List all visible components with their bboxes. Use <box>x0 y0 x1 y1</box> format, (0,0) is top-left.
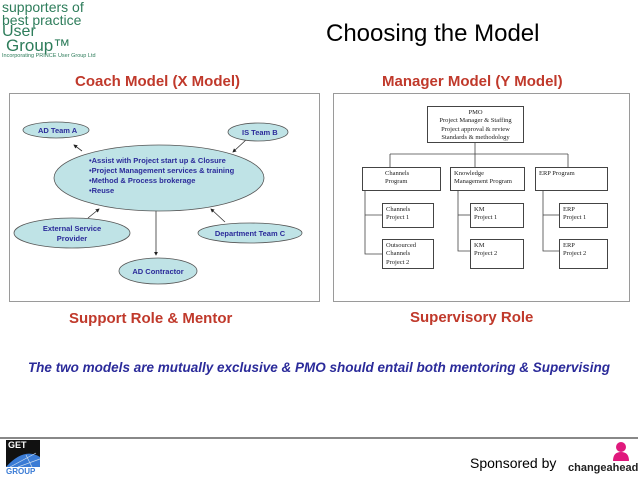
project-line: Project 2 <box>563 250 587 258</box>
project-line: Project 2 <box>386 258 410 266</box>
coach-heading: Coach Model (X Model) <box>75 73 240 90</box>
project-line: Project 1 <box>474 214 498 222</box>
project-box: Outsourced Channels Project 2 <box>382 239 434 269</box>
logo-line2: best practice <box>2 12 82 28</box>
summary-note: The two models are mutually exclusive & … <box>27 360 611 375</box>
arrow-from-dept-c <box>210 208 226 223</box>
program-line: Channels <box>385 170 410 177</box>
label-is-team-b: IS Team B <box>242 128 278 137</box>
project-line: Outsourced <box>386 242 416 249</box>
program-line: Knowledge <box>454 170 484 177</box>
node-ad-team-a <box>22 121 90 139</box>
coach-diagram: AD Team A IS Team B •Assist with Project… <box>9 93 320 302</box>
get-group-logo: GET GROUP <box>6 440 40 476</box>
program-line: Management Program <box>454 178 512 186</box>
get-logo-bottom: GROUP <box>6 467 40 476</box>
project-line: Channels <box>386 250 411 258</box>
project-line: Project 1 <box>563 214 587 222</box>
org-connectors <box>364 143 569 255</box>
label-external-2: Provider <box>57 234 88 243</box>
node-pmo-center <box>53 144 265 212</box>
user-group-logo: supporters of best practice User Group™ … <box>2 0 127 62</box>
manager-diagram: PMO Project Manager & Staffing Project a… <box>333 93 630 302</box>
project-line: ERP <box>563 242 575 249</box>
project-line: ERP <box>563 206 575 213</box>
program-km: Knowledge Management Program <box>450 167 525 191</box>
label-ad-contractor: AD Contractor <box>132 267 183 276</box>
pmo-line: Project approval & review <box>441 125 510 133</box>
program-erp: ERP Program <box>535 167 608 191</box>
project-line: KM <box>474 242 485 249</box>
label-external-1: External Service <box>43 224 101 233</box>
logo-tagline: Incorporating PRINCE User Group Ltd <box>2 53 96 59</box>
changeahead-logo: changeahead <box>566 440 638 476</box>
page-title: Choosing the Model <box>326 20 540 47</box>
arrow-from-external <box>87 208 100 219</box>
logo-line4: Group™ <box>6 36 71 55</box>
center-item: •Project Management services & training <box>89 166 235 175</box>
node-is-team-b <box>227 122 289 142</box>
logo-line1: supporters of <box>2 0 84 15</box>
sponsored-by: Sponsored by <box>470 455 557 471</box>
node-dept-c <box>197 222 303 244</box>
project-line: Project 2 <box>474 250 498 258</box>
globe-icon <box>6 452 40 467</box>
manager-heading: Manager Model (Y Model) <box>382 73 563 90</box>
pmo-box: PMO Project Manager & Staffing Project a… <box>427 106 524 143</box>
label-dept-c: Department Team C <box>215 229 286 238</box>
project-line: Channels <box>386 206 411 213</box>
program-channels: Channels Program <box>362 167 441 191</box>
coach-caption: Support Role & Mentor <box>69 310 233 327</box>
pmo-line: PMO <box>468 109 483 116</box>
center-item: •Assist with Project start up & Closure <box>89 156 226 165</box>
node-ad-contractor <box>118 257 198 285</box>
pmo-line: Standards & methodology <box>441 134 510 142</box>
program-line: Program <box>385 178 408 186</box>
arrow-to-ad-team-a <box>73 144 83 152</box>
project-box: ERP Project 1 <box>559 203 608 228</box>
get-logo-top: GET <box>8 440 27 450</box>
arrow-from-is-team-b <box>232 138 248 153</box>
label-ad-team-a: AD Team A <box>38 126 78 135</box>
program-line: ERP Program <box>539 170 575 177</box>
center-item: •Method & Process brokerage <box>89 176 195 185</box>
node-external-provider <box>13 217 131 249</box>
project-line: Project 1 <box>386 214 410 222</box>
project-box: KM Project 1 <box>470 203 524 228</box>
center-item: •Reuse <box>89 186 114 195</box>
logo-line3: User <box>2 23 36 40</box>
pmo-line: Project Manager & Staffing <box>439 117 512 125</box>
project-box: ERP Project 2 <box>559 239 608 269</box>
project-box: Channels Project 1 <box>382 203 434 228</box>
manager-caption: Supervisory Role <box>410 309 534 326</box>
sponsor-name: changeahead <box>568 462 638 474</box>
person-icon <box>613 442 629 461</box>
footer-divider <box>0 437 638 439</box>
project-line: KM <box>474 206 485 213</box>
project-box: KM Project 2 <box>470 239 524 269</box>
